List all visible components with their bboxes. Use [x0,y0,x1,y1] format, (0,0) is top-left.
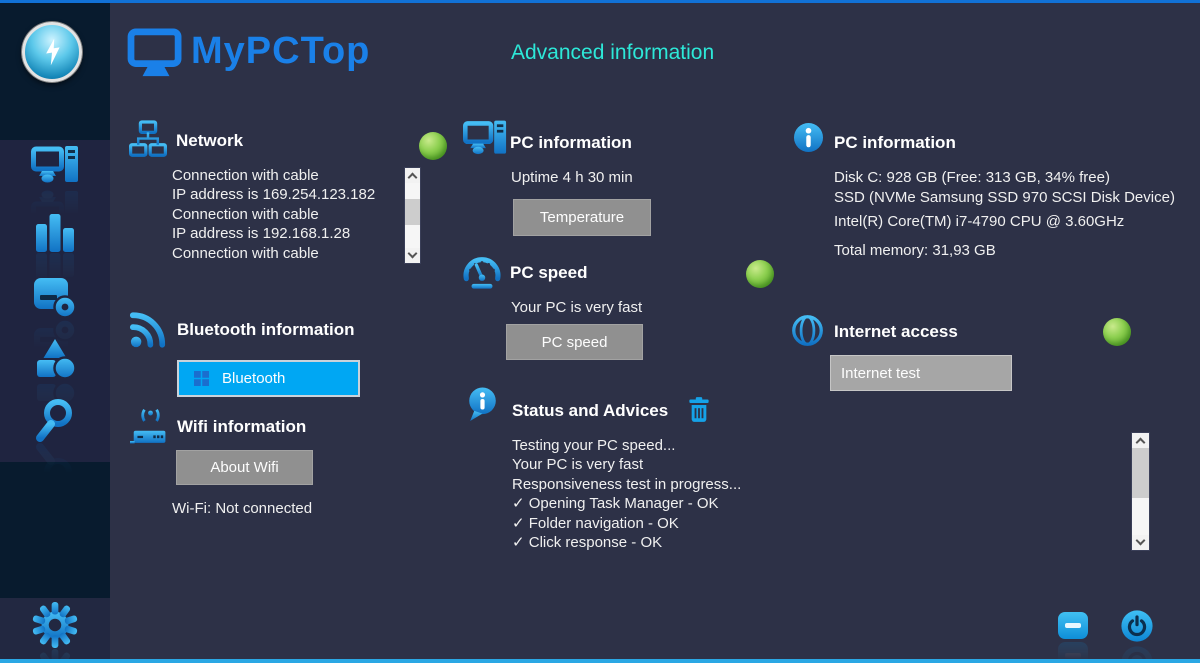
main-scrollbar[interactable] [1131,432,1150,551]
network-line: Connection with cable [172,244,319,262]
top-accent-border [0,0,1200,3]
minus-icon [1065,623,1081,628]
network-scrollbar-down-arrow[interactable] [405,248,420,263]
status-line: Your PC is very fast [512,456,644,474]
sidebar-item-search[interactable] [0,398,110,487]
network-line: IP address is 192.168.1.28 [172,225,351,243]
pc-information-title: PC information [510,133,632,152]
status-advices-list: Testing your PC speed... Your PC is very… [512,436,741,552]
computer-icon [31,146,79,186]
wifi-title: Wifi information [177,417,307,436]
internet-test-button-label: Internet test [841,364,921,382]
status-line: ✓ Folder navigation - OK [512,514,679,532]
main-scrollbar-track[interactable] [1132,448,1149,535]
status-line: ✓ Click response - OK [512,534,663,552]
network-scrollbar-up-arrow[interactable] [405,168,420,183]
bar-chart-icon [33,212,77,252]
internet-status-ball [1103,318,1131,346]
status-line: ✓ Opening Task Manager - OK [512,495,719,513]
network-scrollbar[interactable] [404,167,421,264]
memory-info-text: Total memory: 31,93 GB [834,242,996,259]
network-list: Connection with cable IP address is 169.… [172,166,375,263]
gear-icon [32,602,78,648]
windows-logo-icon [194,371,209,386]
pc-speed-status-ball [746,260,774,288]
cpu-info-text: Intel(R) Core(TM) i7-4790 CPU @ 3.60GHz [834,213,1125,230]
pc-speed-status-text: Your PC is very fast [511,299,643,316]
trash-icon[interactable] [688,397,710,423]
app-logo-monitor-icon [127,28,185,78]
network-icon [129,120,167,160]
network-scrollbar-thumb[interactable] [405,199,420,226]
internet-test-button[interactable]: Internet test [830,355,1012,391]
info-circle-icon [793,122,824,153]
pc-speed-button[interactable]: PC speed [506,324,643,360]
pc-speed-button-label: PC speed [541,333,608,351]
shapes-icon [32,338,78,380]
network-scrollbar-track[interactable] [405,183,420,248]
disk-drive-icon [32,276,78,318]
sidebar-item-settings[interactable] [0,602,110,663]
temperature-button[interactable]: Temperature [513,199,651,236]
main-scrollbar-thumb[interactable] [1132,448,1149,499]
pc-information-icon [463,120,507,158]
network-title: Network [176,131,244,150]
network-line: Connection with cable [172,205,319,223]
status-line: Responsiveness test in progress... [512,475,742,493]
minimize-button[interactable] [1058,612,1088,639]
internet-access-title: Internet access [834,322,958,341]
page-title: Advanced information [511,41,715,64]
uptime-text: Uptime 4 h 30 min [511,169,633,186]
lightning-bolt-icon [43,39,62,65]
bluetooth-title: Bluetooth information [177,320,355,339]
network-status-ball [419,132,447,160]
pc-speed-title: PC speed [510,263,588,282]
status-advices-title: Status and Advices [512,401,669,420]
search-icon [35,398,75,442]
wifi-status-text: Wi-Fi: Not connected [172,500,313,517]
main-scrollbar-down-arrow[interactable] [1132,535,1149,550]
power-button[interactable] [1120,609,1154,643]
bottom-accent-border [0,659,1200,663]
globe-icon [791,314,824,347]
temperature-button-label: Temperature [539,209,625,226]
main-scrollbar-up-arrow[interactable] [1132,433,1149,448]
network-line: Connection with cable [172,167,319,184]
bluetooth-button-label: Bluetooth [222,370,286,387]
ssd-info-text: SSD (NVMe Samsung SSD 970 SCSI Disk Devi… [834,189,1175,206]
system-info-title: PC information [834,133,956,152]
app-logo-text: MyPCTop [191,30,371,72]
speedometer-icon [461,253,503,291]
network-line: IP address is 169.254.123.182 [172,186,376,204]
search-icon-reflection [35,443,75,487]
about-wifi-button-label: About Wifi [210,459,279,476]
power-icon [1120,609,1154,643]
launcher-button[interactable] [22,22,82,82]
status-line: Testing your PC speed... [512,437,676,454]
wifi-router-icon [130,406,171,448]
info-bubble-icon [466,386,499,423]
bluetooth-button[interactable]: Bluetooth [177,360,360,397]
disk-info-text: Disk C: 928 GB (Free: 313 GB, 34% free) [834,169,1110,186]
about-wifi-button[interactable]: About Wifi [176,450,313,485]
signal-waves-icon [129,311,167,349]
